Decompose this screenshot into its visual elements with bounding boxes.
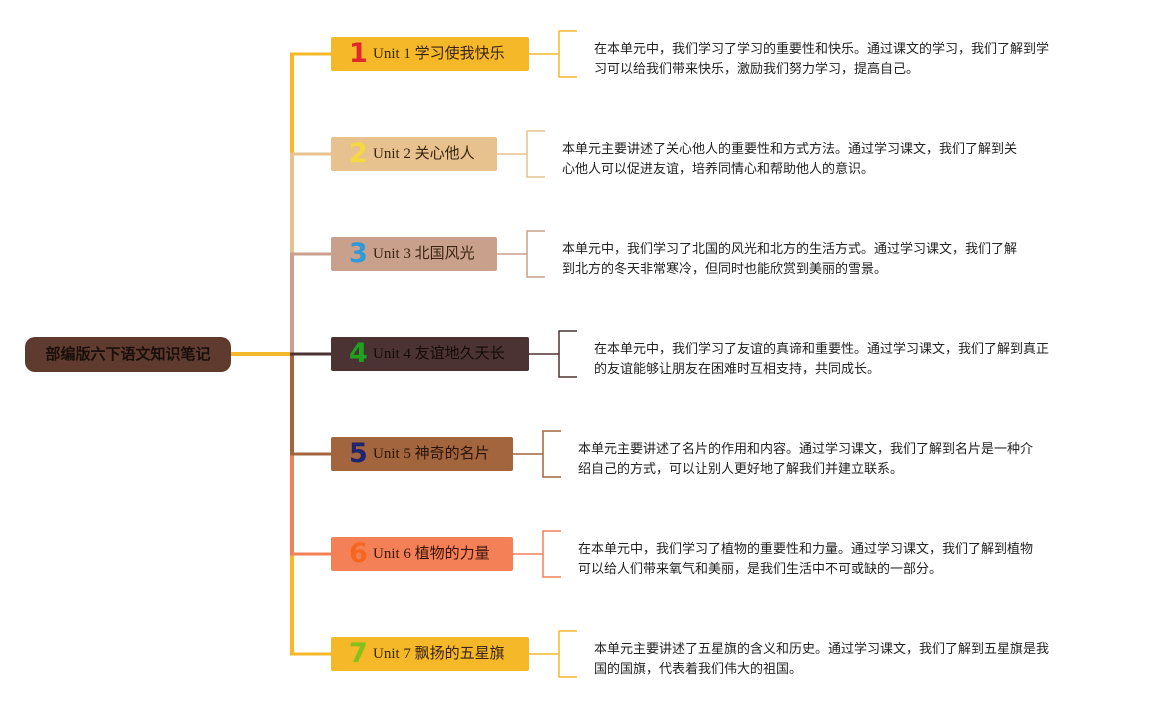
desc-bracket — [558, 330, 577, 378]
description-line: 在本单元中，我们学习了友谊的真谛和重要性。通过学习课文，我们了解到真正 — [594, 342, 1050, 357]
unit-number-badge: 6 — [349, 538, 368, 569]
description-line: 的友谊能够让朋友在困难时互相支持，共同成长。 — [594, 362, 881, 377]
unit-label: Unit 2 关心他人 — [373, 146, 475, 162]
unit-topic-1[interactable]: 1 Unit 1 学习使我快乐 — [331, 37, 529, 71]
unit-label: Unit 6 植物的力量 — [373, 546, 490, 562]
unit-topic-3[interactable]: 3 Unit 3 北国风光 — [331, 237, 497, 271]
unit-label: Unit 1 学习使我快乐 — [373, 46, 505, 62]
unit-number-badge: 4 — [349, 338, 368, 369]
desc-bracket — [558, 630, 577, 678]
unit-number-badge: 7 — [349, 638, 368, 669]
desc-bracket — [542, 530, 561, 578]
desc-bracket — [526, 130, 545, 178]
desc-bracket — [542, 430, 561, 478]
unit-description-4: 在本单元中，我们学习了友谊的真谛和重要性。通过学习课文，我们了解到真正的友谊能够… — [594, 340, 1049, 380]
description-line: 心他人可以促进友谊，培养同情心和帮助他人的意识。 — [562, 162, 875, 177]
unit-topic-4[interactable]: 4 Unit 4 友谊地久天长 — [331, 337, 529, 371]
unit-topic-6[interactable]: 6 Unit 6 植物的力量 — [331, 537, 513, 571]
desc-bracket — [526, 230, 545, 278]
unit-description-5: 本单元主要讲述了名片的作用和内容。通过学习课文，我们了解到名片是一种介绍自己的方… — [578, 440, 1033, 480]
description-line: 本单元主要讲述了五星旗的含义和历史。通过学习课文，我们了解到五星旗是我 — [594, 642, 1050, 657]
unit-label: Unit 7 飘扬的五星旗 — [373, 646, 505, 662]
unit-label: Unit 3 北国风光 — [373, 246, 475, 262]
unit-number-badge: 5 — [349, 438, 368, 469]
unit-label: Unit 4 友谊地久天长 — [373, 346, 505, 362]
desc-bracket — [558, 30, 577, 78]
unit-description-6: 在本单元中，我们学习了植物的重要性和力量。通过学习课文，我们了解到植物可以给人们… — [578, 540, 1033, 580]
description-line: 可以给人们带来氧气和美丽，是我们生活中不可或缺的一部分。 — [578, 562, 943, 577]
unit-description-7: 本单元主要讲述了五星旗的含义和历史。通过学习课文，我们了解到五星旗是我国的国旗，… — [594, 640, 1049, 680]
description-line: 在本单元中，我们学习了学习的重要性和快乐。通过课文的学习，我们了解到学 — [594, 42, 1050, 57]
unit-topic-2[interactable]: 2 Unit 2 关心他人 — [331, 137, 497, 171]
unit-number-badge: 2 — [349, 138, 368, 169]
description-line: 本单元主要讲述了名片的作用和内容。通过学习课文，我们了解到名片是一种介 — [578, 442, 1034, 457]
unit-label: Unit 5 神奇的名片 — [373, 446, 490, 462]
description-line: 本单元主要讲述了关心他人的重要性和方式方法。通过学习课文，我们了解到关 — [562, 142, 1018, 157]
description-line: 本单元中，我们学习了北国的风光和北方的生活方式。通过学习课文，我们了解 — [562, 242, 1018, 257]
unit-description-2: 本单元主要讲述了关心他人的重要性和方式方法。通过学习课文，我们了解到关心他人可以… — [562, 140, 1017, 180]
description-line: 国的国旗，代表着我们伟大的祖国。 — [594, 662, 803, 677]
unit-number-badge: 3 — [349, 238, 368, 269]
unit-number-badge: 1 — [349, 38, 368, 69]
description-line: 到北方的冬天非常寒冷，但同时也能欣赏到美丽的雪景。 — [562, 262, 888, 277]
unit-description-3: 本单元中，我们学习了北国的风光和北方的生活方式。通过学习课文，我们了解到北方的冬… — [562, 240, 1017, 280]
unit-topic-5[interactable]: 5 Unit 5 神奇的名片 — [331, 437, 513, 471]
root-topic[interactable]: 部编版六下语文知识笔记 — [25, 337, 231, 372]
unit-description-1: 在本单元中，我们学习了学习的重要性和快乐。通过课文的学习，我们了解到学习可以给我… — [594, 40, 1049, 80]
unit-topic-7[interactable]: 7 Unit 7 飘扬的五星旗 — [331, 637, 529, 671]
description-line: 在本单元中，我们学习了植物的重要性和力量。通过学习课文，我们了解到植物 — [578, 542, 1034, 557]
description-line: 绍自己的方式，可以让别人更好地了解我们并建立联系。 — [578, 462, 904, 477]
description-line: 习可以给我们带来快乐，激励我们努力学习，提高自己。 — [594, 62, 920, 77]
